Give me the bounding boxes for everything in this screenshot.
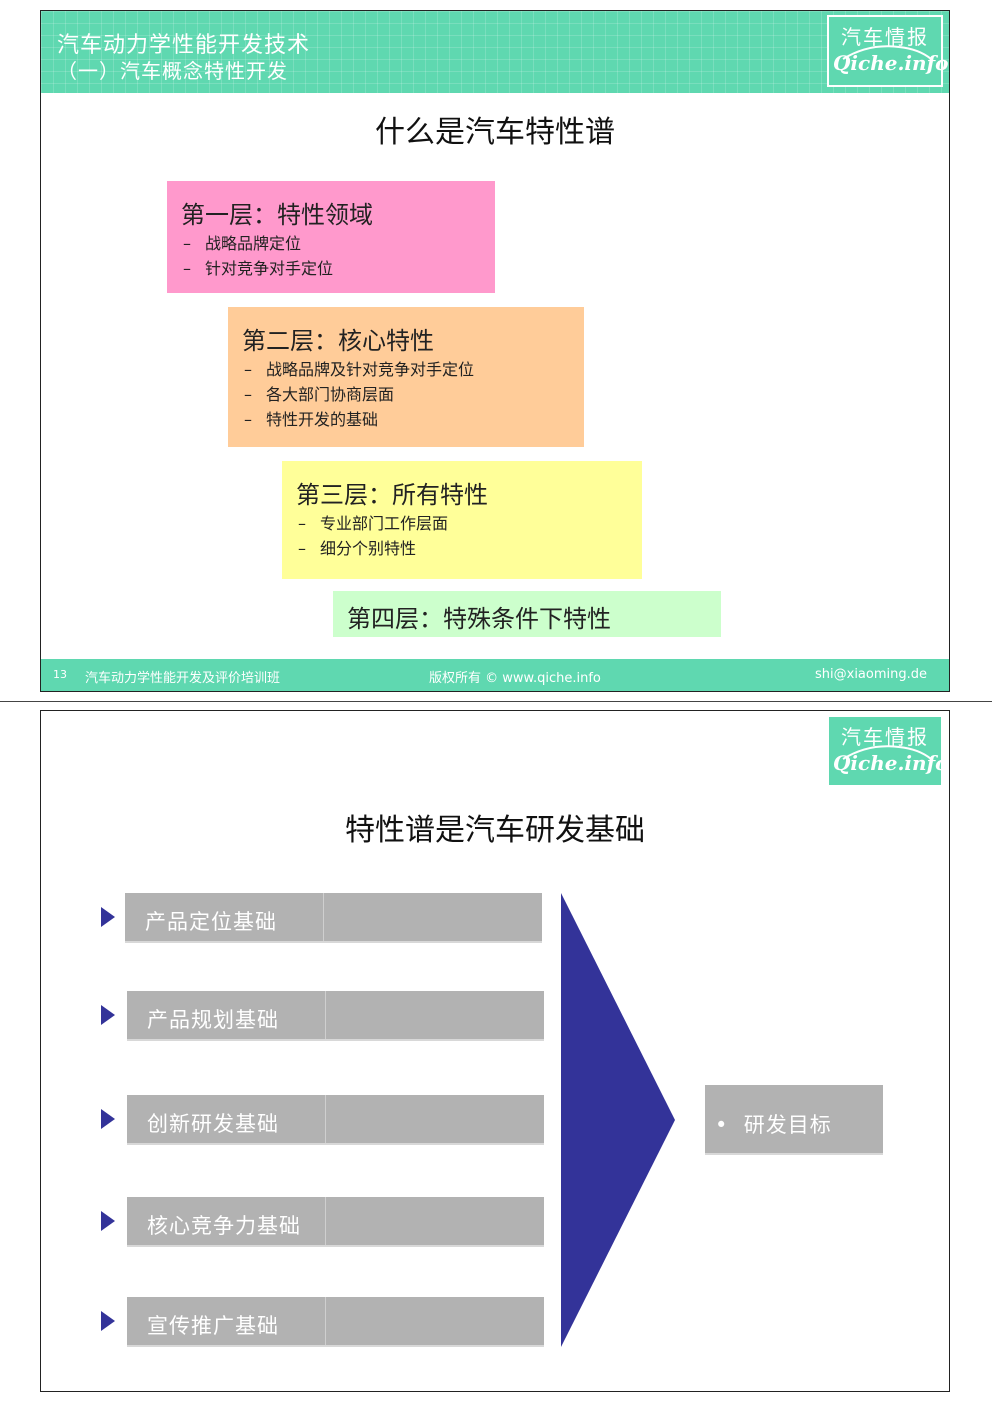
header-title: 汽车动力学性能开发技术	[57, 33, 311, 58]
triangle-bullet-icon	[101, 1005, 115, 1025]
qiche-logo: 汽车情报 Qiche.info	[827, 15, 949, 87]
car-outline-icon	[842, 45, 932, 60]
slide-title: 特性谱是汽车研发基础	[345, 813, 645, 848]
list-item: –战略品牌及针对竞争对手定位	[244, 360, 475, 379]
slide-2: 汽车情报 Qiche.info 特性谱是汽车研发基础 产品定位基础 产品规划基础…	[40, 710, 950, 1392]
triangle-bullet-icon	[101, 907, 115, 927]
target-label: • 研发目标	[715, 1113, 832, 1137]
list-item: –特性开发的基础	[244, 410, 379, 429]
base-label: 产品规划基础	[147, 1008, 279, 1032]
slide-title: 什么是汽车特性谱	[375, 115, 615, 150]
qiche-logo: 汽车情报 Qiche.info	[827, 715, 949, 787]
base-label: 核心竞争力基础	[147, 1214, 301, 1238]
base-bar-1: 产品定位基础	[125, 893, 542, 943]
logo-chinese-text: 汽车情报	[841, 725, 929, 749]
base-bar-5: 宣传推广基础	[127, 1297, 544, 1347]
list-item: –针对竞争对手定位	[183, 259, 334, 278]
list-item: –细分个别特性	[298, 539, 417, 558]
slide-footer: 13 汽车动力学性能开发及评价培训班 版权所有 © www.qiche.info…	[41, 659, 949, 691]
triangle-bullet-icon	[101, 1311, 115, 1331]
page-number: 13	[53, 668, 67, 681]
layer-1-box: 第一层：特性领域 –战略品牌定位 –针对竞争对手定位	[167, 181, 495, 293]
layer-3-items: –专业部门工作层面 –细分个别特性	[298, 511, 448, 561]
layer-3-title: 第三层：所有特性	[296, 481, 488, 509]
logo-latin-text: Qiche.info	[833, 51, 949, 75]
base-label: 创新研发基础	[147, 1112, 279, 1136]
car-outline-icon	[842, 745, 932, 760]
list-item: –各大部门协商层面	[244, 385, 395, 404]
triangle-bullet-icon	[101, 1109, 115, 1129]
base-bar-4: 核心竞争力基础	[127, 1197, 544, 1247]
slide-header: 汽车动力学性能开发技术 （一）汽车概念特性开发	[41, 11, 949, 93]
list-item: –专业部门工作层面	[298, 514, 449, 533]
base-label: 产品定位基础	[145, 910, 277, 934]
logo-latin-text: Qiche.info	[833, 751, 949, 775]
logo-chinese-text: 汽车情报	[841, 25, 929, 49]
base-bar-2: 产品规划基础	[127, 991, 544, 1041]
base-label: 宣传推广基础	[147, 1314, 279, 1338]
target-box: • 研发目标	[705, 1085, 883, 1155]
base-bar-3: 创新研发基础	[127, 1095, 544, 1145]
footer-email: shi@xiaoming.de	[815, 667, 927, 682]
layer-2-items: –战略品牌及针对竞争对手定位 –各大部门协商层面 –特性开发的基础	[244, 357, 474, 432]
convergence-chevron	[561, 893, 675, 1347]
layer-1-items: –战略品牌定位 –针对竞争对手定位	[183, 231, 333, 281]
header-subtitle: （一）汽车概念特性开发	[57, 59, 288, 83]
footer-course: 汽车动力学性能开发及评价培训班	[85, 671, 281, 686]
page-separator	[0, 701, 992, 702]
list-item: –战略品牌定位	[183, 234, 302, 253]
footer-copyright: 版权所有 © www.qiche.info	[429, 671, 601, 686]
layer-1-title: 第一层：特性领域	[181, 201, 373, 229]
layer-3-box: 第三层：所有特性 –专业部门工作层面 –细分个别特性	[282, 461, 642, 579]
layer-4-title: 第四层：特殊条件下特性	[347, 605, 611, 633]
triangle-bullet-icon	[101, 1211, 115, 1231]
layer-4-box: 第四层：特殊条件下特性	[333, 591, 721, 637]
layer-2-title: 第二层：核心特性	[242, 327, 434, 355]
slide-1: 汽车动力学性能开发技术 （一）汽车概念特性开发 汽车情报 Qiche.info …	[40, 10, 950, 692]
layer-2-box: 第二层：核心特性 –战略品牌及针对竞争对手定位 –各大部门协商层面 –特性开发的…	[228, 307, 584, 447]
